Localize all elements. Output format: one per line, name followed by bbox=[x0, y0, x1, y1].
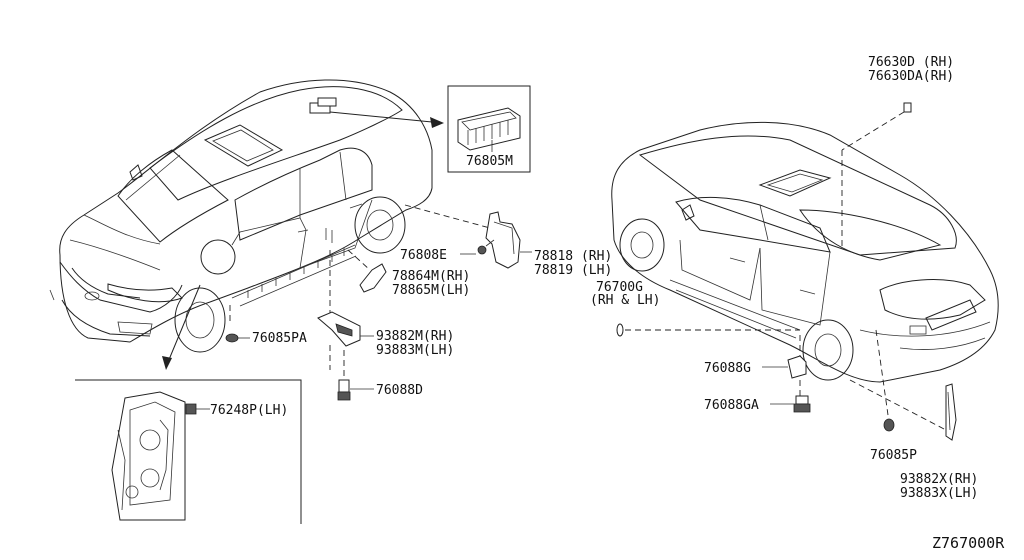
clip-76088ga bbox=[770, 380, 811, 413]
label-76085p: 76085P bbox=[870, 448, 917, 463]
label-76805m: 76805M bbox=[466, 154, 513, 169]
label-76088d: 76088D bbox=[376, 383, 423, 398]
mud-guard-part bbox=[404, 204, 532, 269]
part-93882x bbox=[849, 379, 957, 441]
part-76700g bbox=[616, 323, 800, 337]
label-76085pa: 76085PA bbox=[252, 331, 307, 346]
screw-76808e bbox=[460, 239, 495, 255]
label-78819: 78819 (LH) bbox=[534, 263, 612, 278]
clip-76085p bbox=[875, 329, 895, 432]
diagram-id: Z767000R bbox=[932, 534, 1005, 552]
protector-78864m bbox=[347, 249, 387, 293]
label-76088ga: 76088GA bbox=[704, 398, 759, 413]
car-rear-view bbox=[611, 121, 999, 383]
inset-76805m: 76805M bbox=[447, 85, 531, 173]
leader-arrow-76805m bbox=[329, 111, 444, 128]
label-93882x: 93882X(RH) bbox=[900, 472, 978, 487]
clip-76088g bbox=[762, 335, 807, 379]
label-93883m: 93883M(LH) bbox=[376, 343, 454, 358]
label-93882m: 93882M(RH) bbox=[376, 329, 454, 344]
label-76088g: 76088G bbox=[704, 361, 751, 376]
label-78818: 78818 (RH) bbox=[534, 249, 612, 264]
label-76808e: 76808E bbox=[400, 248, 447, 263]
car-front-view bbox=[49, 79, 433, 353]
part-76630d bbox=[841, 102, 912, 250]
inset-door-opening bbox=[75, 379, 302, 524]
label-78864m: 78864M(RH) bbox=[392, 269, 470, 284]
bracket-93882m bbox=[317, 311, 374, 370]
clip-76085pa bbox=[225, 333, 250, 343]
label-93883x: 93883X(LH) bbox=[900, 486, 978, 501]
label-76700g: 76700G bbox=[596, 280, 643, 295]
label-78865m: 78865M(LH) bbox=[392, 283, 470, 298]
label-76248p: 76248P(LH) bbox=[210, 403, 288, 418]
label-76700g-side: (RH & LH) bbox=[590, 293, 660, 308]
label-76630da: 76630DA(RH) bbox=[868, 69, 954, 84]
clip-76088d bbox=[337, 350, 374, 401]
leader-arrow-inset bbox=[162, 284, 201, 370]
label-76630d: 76630D (RH) bbox=[868, 55, 954, 70]
